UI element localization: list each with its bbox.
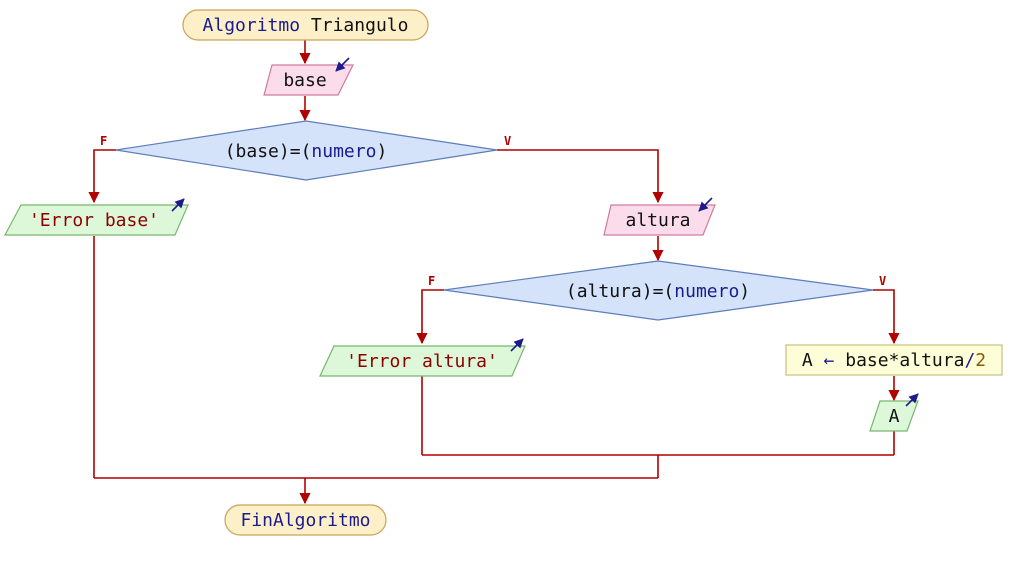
edge-decision2-true <box>873 289 900 345</box>
edge-decision1-true <box>497 149 664 204</box>
end-label: FinAlgoritmo <box>240 510 370 531</box>
decision1-node: (base)=(numero) F V <box>100 120 511 181</box>
read-altura-label: altura <box>625 210 690 231</box>
decision2-true-label: V <box>879 274 886 288</box>
read-base-node: base <box>263 57 354 96</box>
decision2-condition: (altura)=(numero) <box>566 281 750 302</box>
decision2-node: (altura)=(numero) F V <box>428 260 886 321</box>
write-error-base-label: 'Error base' <box>29 210 159 231</box>
write-arrow-icon <box>171 198 185 212</box>
read-altura-node: altura <box>603 197 716 236</box>
read-base-label: base <box>283 70 326 91</box>
write-a-label: A <box>889 406 900 427</box>
edge-decision1-false <box>88 149 116 204</box>
end-terminal: FinAlgoritmo <box>224 504 387 536</box>
assign-node: A ← base*altura/2 <box>785 344 1003 376</box>
decision1-true-label: V <box>504 134 511 148</box>
read-arrow-icon <box>698 197 713 212</box>
write-arrow-icon <box>905 393 919 407</box>
decision1-condition: (base)=(numero) <box>225 141 388 162</box>
start-terminal: Algoritmo Triangulo <box>182 9 429 41</box>
write-a-node: A <box>869 393 919 432</box>
connectors <box>88 40 900 505</box>
algorithm-name: Triangulo <box>311 15 409 36</box>
start-label: Algoritmo Triangulo <box>203 15 409 36</box>
write-arrow-icon <box>510 338 524 352</box>
decision2-false-label: F <box>428 274 435 288</box>
edge-decision2-false <box>416 289 444 345</box>
read-arrow-icon <box>335 57 350 72</box>
write-error-altura-label: 'Error altura' <box>346 351 498 372</box>
write-error-altura-node: 'Error altura' <box>319 338 526 377</box>
assign-statement: A ← base*altura/2 <box>802 350 986 371</box>
write-error-base-node: 'Error base' <box>4 198 189 236</box>
start-keyword: Algoritmo <box>203 15 301 36</box>
decision1-false-label: F <box>100 134 107 148</box>
